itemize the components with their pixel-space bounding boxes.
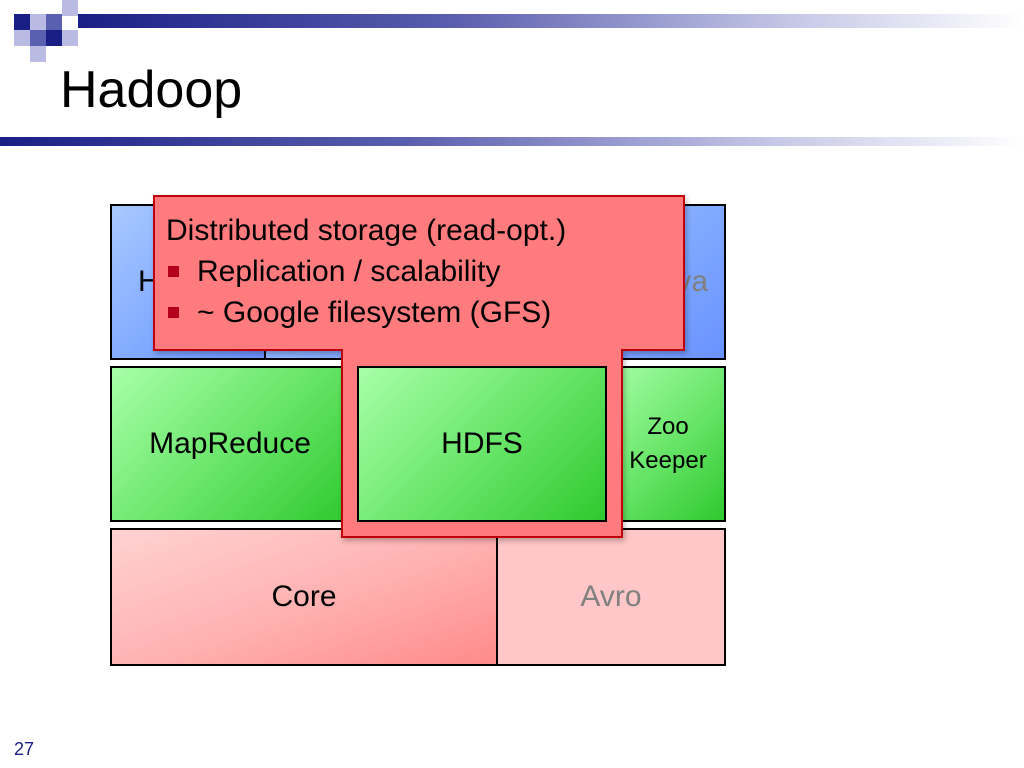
callout-join — [343, 346, 621, 354]
hdfs-label: HDFS — [441, 427, 523, 460]
header-gradient-bar — [78, 14, 1024, 28]
avro-label: Avro — [580, 580, 642, 613]
page-number: 27 — [14, 739, 35, 759]
callout-bullet-1: Replication / scalability — [166, 251, 676, 292]
bullet-square-icon — [168, 266, 179, 277]
avro-box: Avro — [496, 528, 726, 666]
callout-heading: Distributed storage (read-opt.) — [166, 214, 567, 247]
mapreduce-label: MapReduce — [149, 427, 311, 460]
zookeeper-label-line2: Keeper — [629, 447, 707, 474]
zookeeper-label: Zoo Keeper — [629, 410, 706, 478]
decor-square-5 — [14, 30, 30, 46]
callout-panel — [153, 195, 685, 351]
decor-square-2 — [30, 14, 46, 30]
callout-bullet-1-text: Replication / scalability — [197, 255, 501, 288]
decor-square-6 — [30, 30, 46, 46]
zookeeper-label-line1: Zoo — [647, 413, 689, 440]
decor-square-3 — [46, 14, 62, 30]
title-underline-bar — [0, 137, 1024, 146]
slide-title: Hadoop — [60, 61, 243, 119]
decor-square-7 — [46, 30, 62, 46]
decor-square-1 — [14, 14, 30, 30]
bullet-square-icon — [168, 307, 179, 318]
hdfs-box: HDFS — [357, 366, 607, 522]
callout-bullet-2-text: ~ Google filesystem (GFS) — [197, 296, 552, 329]
decor-square-9 — [30, 46, 46, 62]
callout-bullet-2: ~ Google filesystem (GFS) — [166, 292, 676, 333]
core-label: Core — [271, 580, 337, 613]
mapreduce-box: MapReduce — [110, 366, 350, 522]
callout-text: Distributed storage (read-opt.) Replicat… — [166, 210, 676, 333]
decor-square-4 — [62, 0, 78, 16]
core-box: Core — [110, 528, 498, 666]
decor-square-8 — [62, 30, 78, 46]
